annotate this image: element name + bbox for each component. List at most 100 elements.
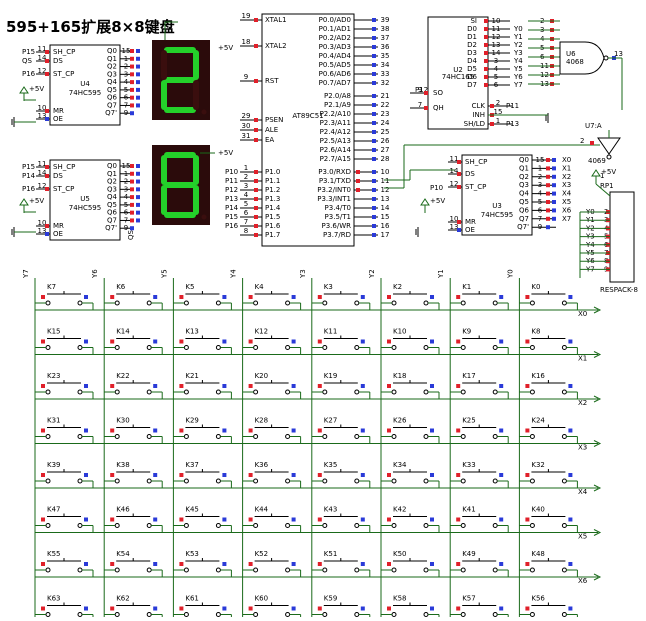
u5-q7-net: QS: [127, 229, 135, 240]
key-contact-right: [146, 389, 152, 395]
mcu-right-pin-pad: [372, 139, 376, 143]
u4-chip-out-pin-pad2: [136, 72, 140, 77]
u4-chip-out-pin-pad: [130, 111, 134, 116]
u2-body: [427, 16, 489, 130]
u2-d-pin-name: D3: [467, 49, 477, 57]
mcu-right-pin-pad: [372, 54, 376, 58]
key-contact-right: [423, 434, 429, 439]
key-terminal-blue: [430, 473, 434, 477]
key-contact-right: [492, 612, 498, 617]
key-contact-right: [492, 300, 498, 306]
key-label: K40: [531, 506, 545, 514]
key-contact-left: [322, 567, 328, 573]
keypad-key: K61: [173, 595, 232, 621]
u4-chip-part: 74HC595: [69, 89, 101, 97]
power-arrow: [420, 198, 430, 206]
key-terminal-red: [387, 384, 391, 388]
key-terminal-blue: [360, 606, 365, 611]
mcu-right-pin-pad: [372, 63, 376, 67]
rp1-power-wire: [595, 183, 611, 197]
u3-ctl-pin-num: 10: [450, 215, 459, 223]
key-terminal-blue: [291, 473, 296, 477]
keypad-key: K15: [35, 328, 94, 355]
mcu-left-pin-name: RST: [265, 77, 279, 85]
key-label: K36: [255, 461, 269, 469]
key-terminal-blue: [84, 606, 88, 611]
mcu-left-pin-num: 8: [244, 227, 248, 235]
keypad-key: K0: [519, 283, 578, 310]
key-terminal-red: [525, 339, 530, 344]
keypad-key: K18: [381, 372, 440, 399]
key-contact-right: [215, 612, 221, 617]
key-label: K35: [324, 461, 338, 469]
u3-out-pin-pad: [546, 174, 550, 179]
mcu-left-pin-num: 9: [244, 73, 248, 81]
key-contact-right: [285, 612, 291, 617]
key-label: K31: [47, 417, 61, 425]
key-contact-right: [423, 523, 429, 528]
key-contact-right: [354, 345, 360, 350]
key-contact-left: [529, 434, 535, 439]
key-contact-left: [114, 300, 120, 306]
key-label: K1: [462, 283, 471, 291]
u2-d-pin-name: D4: [467, 57, 477, 65]
key-terminal-blue: [499, 517, 504, 522]
key-label: K9: [462, 328, 471, 336]
keypad-row-arrow: [593, 440, 602, 447]
keypad-key: K9: [450, 328, 509, 355]
key-contact-left: [391, 434, 397, 439]
keypad-row-label: X1: [578, 355, 587, 363]
key-label: K22: [116, 372, 130, 380]
key-contact-left: [253, 612, 259, 617]
keypad-row-label: X6: [578, 577, 588, 585]
key-terminal-blue: [291, 606, 296, 611]
key-label: K8: [531, 328, 540, 336]
keypad-column-label: Y3: [299, 269, 307, 279]
key-label: K10: [393, 328, 407, 336]
u3-in-pin-num: 12: [450, 180, 459, 188]
mcu-right-pin-pad-red: [356, 188, 360, 192]
mcu-right-pin-name: P3.1/TXD: [319, 177, 351, 185]
u3-out-pin-pad2: [552, 191, 556, 196]
mcu-left-pin-name: P1.2: [265, 186, 280, 194]
key-terminal-blue: [499, 339, 504, 344]
key-terminal-red: [41, 428, 45, 433]
key-label: K23: [47, 372, 61, 380]
u5-chip-ref: U5: [80, 195, 90, 203]
u3-out-pin-pad: [546, 158, 550, 162]
mcu-right-pin-name: P2.1/A9: [324, 101, 351, 109]
u2-ctl-pin-num: 2: [496, 99, 500, 107]
mcu-right-pin-num: 10: [381, 168, 390, 176]
mcu-right-pin-name: P2.6/A14: [320, 146, 352, 154]
u7-out-pin-num: 1: [600, 172, 604, 180]
mcu-right-pin-num: 14: [381, 204, 390, 212]
u2-ctl-pin-num: 1: [496, 117, 500, 125]
keypad-column-label: Y2: [368, 269, 376, 279]
mcu-right-pin-name: P2.5/A13: [320, 137, 351, 145]
u4-chip-in-net: QS: [22, 57, 33, 65]
key-terminal-blue: [360, 295, 365, 299]
u4-chip-ctl-pin-name: OE: [53, 115, 63, 123]
mcu-right-pin-pad: [372, 36, 376, 40]
mcu-part: AT89C51: [292, 112, 323, 120]
key-contact-left: [114, 523, 120, 528]
u3-out-pin-pad2: [552, 158, 556, 162]
keypad-key: K34: [381, 461, 440, 488]
key-contact-left: [183, 389, 189, 395]
mcu-left-pin-pad: [254, 118, 258, 122]
key-contact-left: [460, 300, 466, 306]
key-terminal-red: [110, 606, 115, 611]
mcu-left-pin-pad: [254, 233, 258, 237]
mcu-right-pin-num: 36: [381, 43, 390, 51]
u3-ground: [415, 227, 419, 237]
u4-chip-out-pin-name: Q0: [107, 47, 117, 55]
keypad-key: K55: [35, 550, 94, 577]
key-terminal-red: [317, 295, 322, 299]
key-terminal-blue: [430, 384, 434, 388]
keypad-key: K13: [173, 328, 232, 355]
mcu-right-pin-pad: [372, 45, 376, 49]
u2-q-pin-name: QH: [433, 104, 444, 112]
key-terminal-blue: [291, 562, 296, 566]
key-terminal-red: [248, 384, 253, 388]
key-contact-left: [253, 478, 259, 484]
